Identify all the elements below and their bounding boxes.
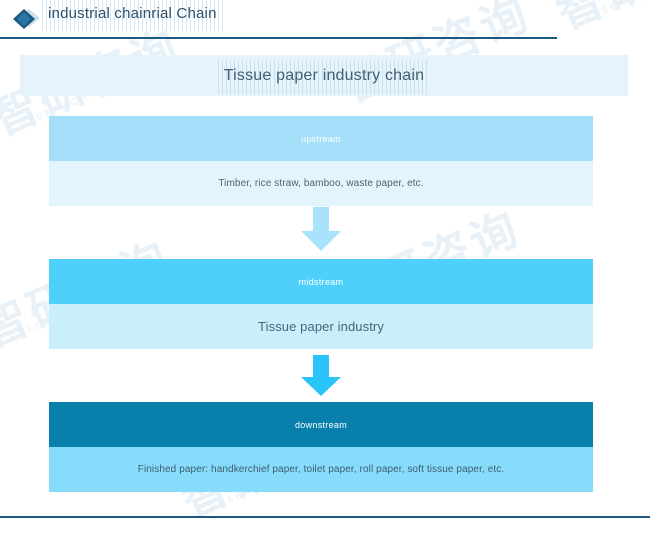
chain-stage-downstream: downstream Finished paper: handkerchief … bbox=[49, 402, 593, 492]
diamond-icon bbox=[12, 7, 42, 31]
stage-header-midstream: midstream bbox=[49, 259, 593, 304]
chart-title: Tissue paper industry chain bbox=[217, 59, 431, 94]
stage-body-downstream: Finished paper: handkerchief paper, toil… bbox=[49, 447, 593, 492]
chain-stage-midstream: midstream Tissue paper industry bbox=[49, 259, 593, 349]
stage-label-midstream: midstream bbox=[292, 269, 350, 296]
footer-divider bbox=[0, 516, 650, 518]
stage-header-upstream: upstream bbox=[49, 116, 593, 161]
stage-body-upstream: Timber, rice straw, bamboo, waste paper,… bbox=[49, 161, 593, 206]
stage-label-upstream: upstream bbox=[295, 126, 347, 153]
stage-content-downstream: Finished paper: handkerchief paper, toil… bbox=[131, 457, 510, 484]
stage-content-upstream: Timber, rice straw, bamboo, waste paper,… bbox=[212, 171, 431, 198]
down-arrow-icon bbox=[297, 355, 345, 399]
stage-header-downstream: downstream bbox=[49, 402, 593, 447]
stage-content-midstream: Tissue paper industry bbox=[252, 312, 390, 343]
chain-stage-upstream: upstream Timber, rice straw, bamboo, was… bbox=[49, 116, 593, 206]
stage-label-downstream: downstream bbox=[288, 412, 354, 439]
page-header: industrial chainrial Chain bbox=[0, 0, 650, 40]
chart-title-band: Tissue paper industry chain bbox=[20, 55, 628, 96]
page-title: industrial chainrial Chain bbox=[42, 0, 223, 31]
down-arrow-icon bbox=[297, 207, 345, 255]
stage-body-midstream: Tissue paper industry bbox=[49, 304, 593, 349]
header-divider bbox=[0, 37, 557, 39]
